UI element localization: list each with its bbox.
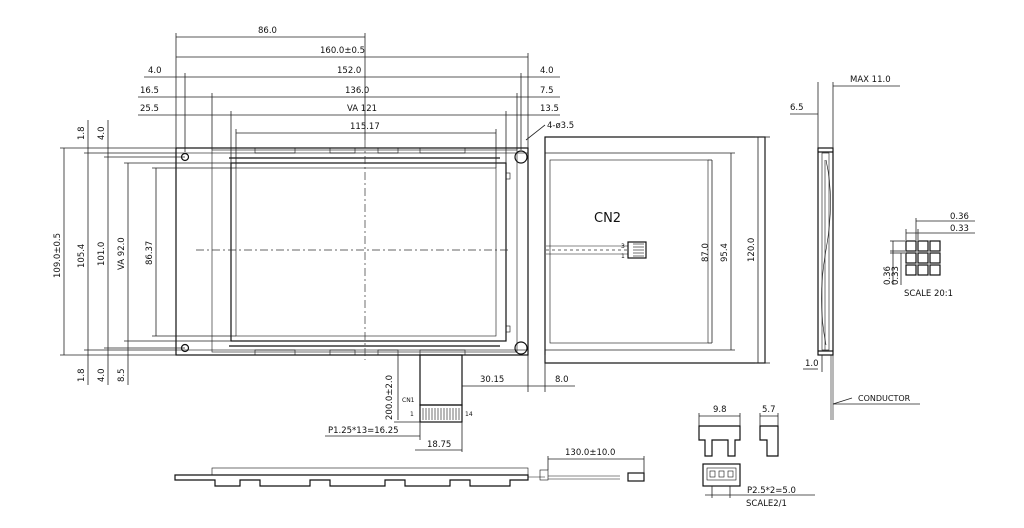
pixel-detail: 0.36 0.33 0.36 0.33 SCALE 20:1 <box>883 212 975 299</box>
dim-right-7: 7.5 <box>540 86 554 96</box>
dim-top-1-8: 1.8 <box>77 126 87 140</box>
dim-holes: 4-ø3.5 <box>547 121 574 131</box>
active-area <box>235 167 497 337</box>
dim-pixel-h36: 0.36 <box>883 266 893 285</box>
connector-front <box>702 463 741 487</box>
dim-105: 105.4 <box>77 244 87 268</box>
fpc-cable <box>419 354 463 423</box>
fpc-dimension-lines <box>325 355 575 452</box>
dim-va121: VA 121 <box>347 104 377 114</box>
dim-136: 136.0 <box>345 86 369 96</box>
dim-6-5: 6.5 <box>790 103 804 113</box>
side-view: MAX 11.0 6.5 1.0 CONDUCTOR <box>790 75 920 420</box>
dim-87: 87.0 <box>701 243 711 262</box>
dim-152: 152.0 <box>337 66 361 76</box>
cn1-pin-14: 14 <box>465 411 473 418</box>
dim-9-8: 9.8 <box>713 405 727 415</box>
dim-right-13: 13.5 <box>540 104 559 114</box>
connector-detail: 9.8 5.7 P2.5*2=5.0 SCALE2/1 <box>698 405 815 509</box>
dim-pixel-w36: 0.36 <box>950 212 969 222</box>
cn2-pin-1: 1 <box>621 253 625 260</box>
bezel-outline <box>211 149 518 353</box>
dim-109: 109.0±0.5 <box>53 233 63 278</box>
dim-115: 115.17 <box>350 122 380 132</box>
dim-bottom-8-5: 8.5 <box>117 368 127 382</box>
top-dimension-lines <box>138 33 560 168</box>
dim-top-4-0: 4.0 <box>97 126 107 140</box>
bottom-view: 130.0±10.0 <box>174 448 645 487</box>
label-scale-20: SCALE 20:1 <box>904 289 953 299</box>
module-outline <box>175 147 529 356</box>
dim-pixel-h33: 0.33 <box>891 266 901 285</box>
dim-200: 200.0±2.0 <box>385 375 395 420</box>
dim-max: MAX 11.0 <box>850 75 891 85</box>
dim-left-4: 4.0 <box>148 66 162 76</box>
dim-pitch: P1.25*13=16.25 <box>328 426 399 436</box>
dim-5-7: 5.7 <box>762 405 776 415</box>
viewing-area <box>230 162 507 342</box>
dim-160: 160.0±0.5 <box>320 46 365 56</box>
dim-130: 130.0±10.0 <box>565 448 615 458</box>
dim-30-15: 30.15 <box>480 375 504 385</box>
left-dimension-lines <box>60 120 236 385</box>
right-dimension-lines <box>545 136 770 364</box>
label-cn1: CN1 <box>402 397 415 404</box>
dim-pixel-w33: 0.33 <box>950 224 969 234</box>
dim-right-4: 4.0 <box>540 66 554 76</box>
dim-8-0: 8.0 <box>555 375 569 385</box>
dim-95: 95.4 <box>720 243 730 262</box>
backlight-panel <box>544 136 766 364</box>
dim-left-25: 25.5 <box>140 104 159 114</box>
dim-86: 86.0 <box>258 26 277 36</box>
dim-left-16: 16.5 <box>140 86 159 96</box>
dim-86-37: 86.37 <box>145 241 155 265</box>
cn1-pin-1: 1 <box>410 411 414 418</box>
dim-18-75: 18.75 <box>427 440 451 450</box>
cn2-pin-3: 3 <box>621 243 625 250</box>
dim-va92: VA 92.0 <box>117 237 127 270</box>
dim-bottom-4-0: 4.0 <box>97 368 107 382</box>
dim-1-0: 1.0 <box>805 359 819 369</box>
dim-bottom-1-8: 1.8 <box>77 368 87 382</box>
frame-tabs <box>254 147 466 356</box>
pcb-outline <box>175 152 529 351</box>
dim-connector-pitch: P2.5*2=5.0 <box>747 486 796 496</box>
label-cn2: CN2 <box>594 211 621 226</box>
dim-101: 101.0 <box>97 242 107 266</box>
bottom-pcb <box>211 467 529 476</box>
label-scale-2-1: SCALE2/1 <box>746 499 787 509</box>
mounting-holes <box>180 150 528 355</box>
label-conductor: CONDUCTOR <box>858 394 911 403</box>
front-view: 86.0 160.0±0.5 152.0 136.0 VA 121 115.17… <box>53 26 770 452</box>
dim-120: 120.0 <box>747 238 757 262</box>
